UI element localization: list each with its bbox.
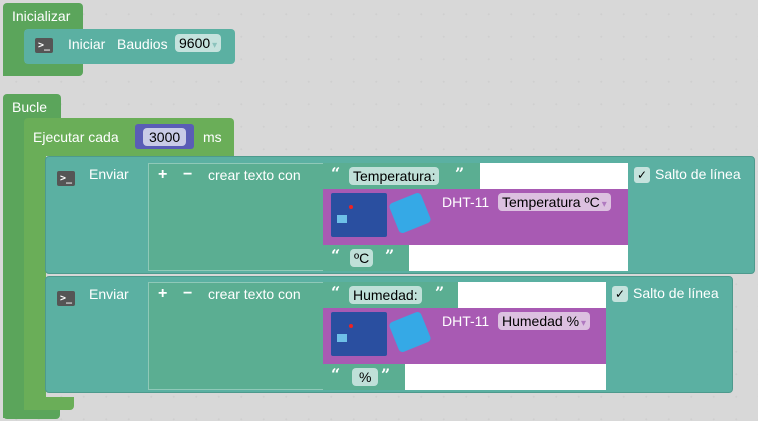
newline-label: Salto de línea: [655, 166, 741, 182]
loop-block-arm: [3, 118, 25, 418]
sensor-chip-icon: [337, 334, 347, 342]
join-text-block-1[interactable]: + − crear texto con: [148, 163, 324, 271]
interval-number-block[interactable]: 3000: [135, 124, 194, 149]
serial-print-block-1[interactable]: >_ Enviar + − crear texto con “ Temperat…: [45, 156, 755, 274]
every-block-footer: [24, 397, 74, 410]
sensor-measure-dropdown[interactable]: Humedad %▾: [498, 312, 591, 330]
join-text-label: crear texto con: [208, 286, 301, 302]
init-block-label: Inicializar: [12, 8, 71, 24]
terminal-icon: >_: [57, 291, 75, 306]
open-quote-icon: “: [331, 283, 341, 302]
chevron-down-icon: ▾: [601, 199, 607, 210]
baud-rate-value: 9600: [179, 35, 211, 51]
empty-slot: [409, 245, 628, 271]
init-block-header[interactable]: [3, 3, 83, 30]
empty-slot: [458, 282, 606, 308]
text-block-temperature-label[interactable]: “ Temperatura: ”: [323, 163, 480, 189]
open-quote-icon: “: [331, 365, 341, 384]
serial-print-label: Enviar: [89, 166, 129, 182]
arduino-board-icon: [331, 312, 387, 356]
join-text-block-2[interactable]: + − crear texto con: [148, 282, 324, 390]
text-block-humidity-label[interactable]: “ Humedad: ”: [323, 282, 458, 308]
text-block-celsius[interactable]: “ ºC ”: [323, 245, 409, 271]
every-label: Ejecutar cada: [33, 129, 119, 145]
arduino-board-icon: [331, 193, 387, 237]
dht11-sensor-icon: [388, 310, 432, 354]
close-quote-icon: ”: [435, 283, 445, 302]
newline-label: Salto de línea: [633, 285, 719, 301]
led-icon: [349, 324, 353, 328]
terminal-icon: >_: [35, 38, 53, 53]
text-field[interactable]: Humedad:: [349, 286, 422, 304]
text-field[interactable]: %: [352, 368, 379, 386]
serial-print-block-2[interactable]: >_ Enviar + − crear texto con “ Humedad:…: [45, 276, 733, 393]
join-text-label: crear texto con: [208, 167, 301, 183]
chevron-down-icon: ▾: [581, 318, 587, 329]
loop-block-label: Bucle: [12, 99, 48, 115]
loop-block-header[interactable]: [3, 94, 61, 120]
close-quote-icon: ”: [385, 246, 395, 265]
plus-icon[interactable]: +: [158, 166, 168, 183]
serial-print-label: Enviar: [89, 286, 129, 302]
open-quote-icon: “: [331, 164, 341, 183]
baud-label: Baudios: [117, 36, 168, 52]
sensor-measure-value: Humedad %: [502, 313, 580, 329]
interval-unit-label: ms: [203, 129, 222, 145]
baud-rate-dropdown[interactable]: 9600▾: [175, 34, 222, 52]
text-field[interactable]: ºC: [350, 249, 374, 267]
open-quote-icon: “: [331, 246, 341, 265]
sensor-measure-value: Temperatura ºC: [502, 194, 600, 210]
serial-begin-block[interactable]: >_ Iniciar Baudios 9600▾: [24, 29, 235, 64]
every-block-header[interactable]: [24, 118, 234, 156]
plus-icon[interactable]: +: [158, 285, 168, 302]
sensor-measure-dropdown[interactable]: Temperatura ºC▾: [498, 193, 611, 211]
sensor-label: DHT-11: [442, 313, 490, 329]
empty-slot: [405, 364, 606, 390]
minus-icon[interactable]: −: [183, 285, 193, 302]
newline-checkbox[interactable]: ✓: [612, 286, 628, 302]
serial-begin-label: Iniciar: [68, 36, 106, 52]
text-block-percent[interactable]: “ % ”: [323, 364, 405, 390]
sensor-chip-icon: [337, 215, 347, 223]
every-block-arm: [24, 154, 46, 410]
close-quote-icon: ”: [381, 365, 391, 384]
text-field[interactable]: Temperatura:: [349, 167, 440, 185]
dht11-sensor-block-1[interactable]: DHT-11 Temperatura ºC▾: [323, 189, 628, 245]
interval-value-field[interactable]: 3000: [143, 128, 187, 146]
chevron-down-icon: ▾: [212, 40, 218, 51]
init-block-footer: [3, 63, 83, 76]
minus-icon[interactable]: −: [183, 166, 193, 183]
newline-checkbox[interactable]: ✓: [634, 167, 650, 183]
terminal-icon: >_: [57, 171, 75, 186]
led-icon: [349, 205, 353, 209]
dht11-sensor-block-2[interactable]: DHT-11 Humedad %▾: [323, 308, 606, 364]
sensor-label: DHT-11: [442, 194, 490, 210]
dht11-sensor-icon: [388, 191, 432, 235]
close-quote-icon: ”: [455, 164, 465, 183]
empty-slot: [480, 163, 628, 189]
